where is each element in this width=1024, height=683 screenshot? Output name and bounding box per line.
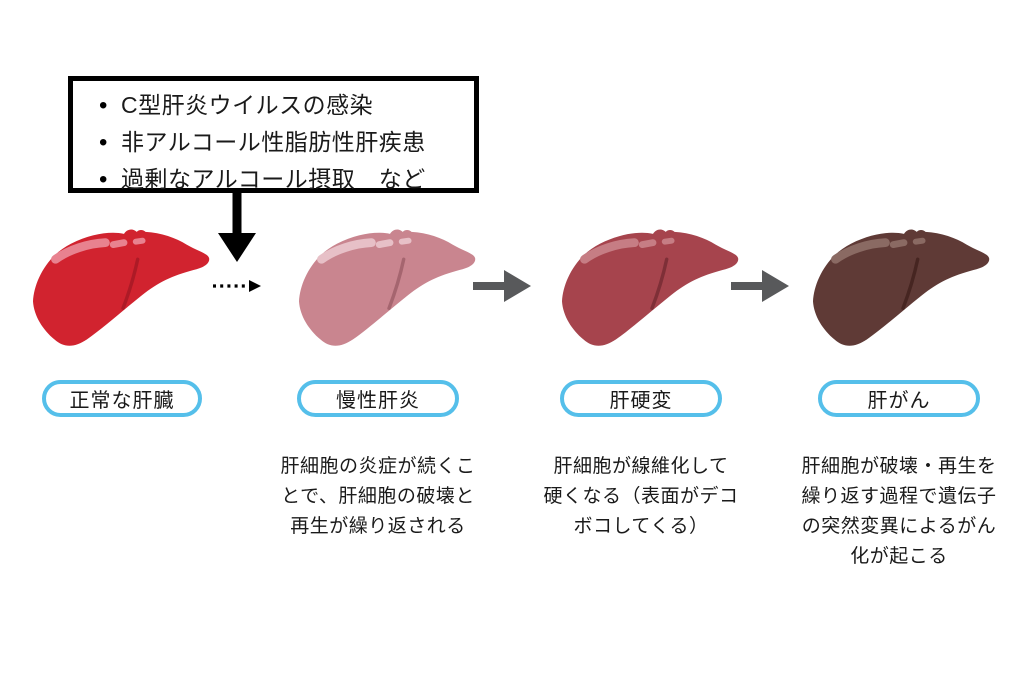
down-arrow-icon: [218, 191, 256, 262]
cause-item: 非アルコール性脂肪性肝疾患: [99, 124, 474, 161]
description-line: 肝細胞が線維化して: [553, 456, 729, 477]
description-line: 肝細胞が破壊・再生を: [801, 456, 997, 477]
description-line: 化が起こる: [850, 546, 948, 567]
stage-label-text: 肝硬変: [609, 390, 673, 412]
liver-normal-illustration: [32, 229, 210, 346]
stage-description-chronic-hepatitis: 肝細胞の炎症が続くこ とで、肝細胞の破壊と 再生が繰り返される: [258, 452, 498, 542]
stage-label-cirrhosis: 肝硬変: [560, 380, 722, 417]
stage-label-normal-liver: 正常な肝臓: [42, 380, 202, 417]
description-line: の突然変異によるがん: [801, 516, 997, 537]
right-arrow-icon: [731, 270, 789, 302]
stage-label-text: 肝がん: [867, 390, 931, 412]
liver-highlight: [580, 237, 675, 264]
description-line: とで、肝細胞の破壊と: [281, 486, 475, 507]
causes-list: C型肝炎ウイルスの感染 非アルコール性脂肪性肝疾患 過剰なアルコール摂取 など: [73, 87, 474, 198]
cause-item: C型肝炎ウイルスの感染: [99, 87, 474, 124]
dotted-right-arrow-icon: [213, 280, 261, 292]
description-line: ボコしてくる）: [573, 516, 709, 537]
stage-label-cancer: 肝がん: [818, 380, 980, 417]
cause-item: 過剰なアルコール摂取 など: [99, 161, 474, 198]
liver-cancer-illustration: [812, 229, 990, 346]
liver-highlight: [317, 237, 412, 264]
description-line: 硬くなる（表面がデコ: [543, 486, 739, 507]
liver-highlight: [831, 237, 926, 264]
liver-cirrhosis-illustration: [561, 229, 739, 346]
stage-label-text: 慢性肝炎: [336, 390, 420, 412]
stage-description-cirrhosis: 肝細胞が線維化して 硬くなる（表面がデコ ボコしてくる）: [523, 452, 759, 542]
right-arrow-icon: [473, 270, 531, 302]
liver-highlight: [51, 237, 146, 264]
stage-description-cancer: 肝細胞が破壊・再生を 繰り返す過程で遺伝子 の突然変異によるがん 化が起こる: [779, 452, 1019, 572]
description-line: 肝細胞の炎症が続くこ: [280, 456, 476, 477]
description-line: 再生が繰り返される: [290, 516, 466, 537]
stage-label-chronic-hepatitis: 慢性肝炎: [297, 380, 459, 417]
causes-box: C型肝炎ウイルスの感染 非アルコール性脂肪性肝疾患 過剰なアルコール摂取 など: [68, 76, 479, 193]
description-line: 繰り返す過程で遺伝子: [801, 486, 997, 507]
stage-label-text: 正常な肝臓: [69, 390, 175, 412]
liver-chronic-hepatitis-illustration: [298, 229, 476, 346]
